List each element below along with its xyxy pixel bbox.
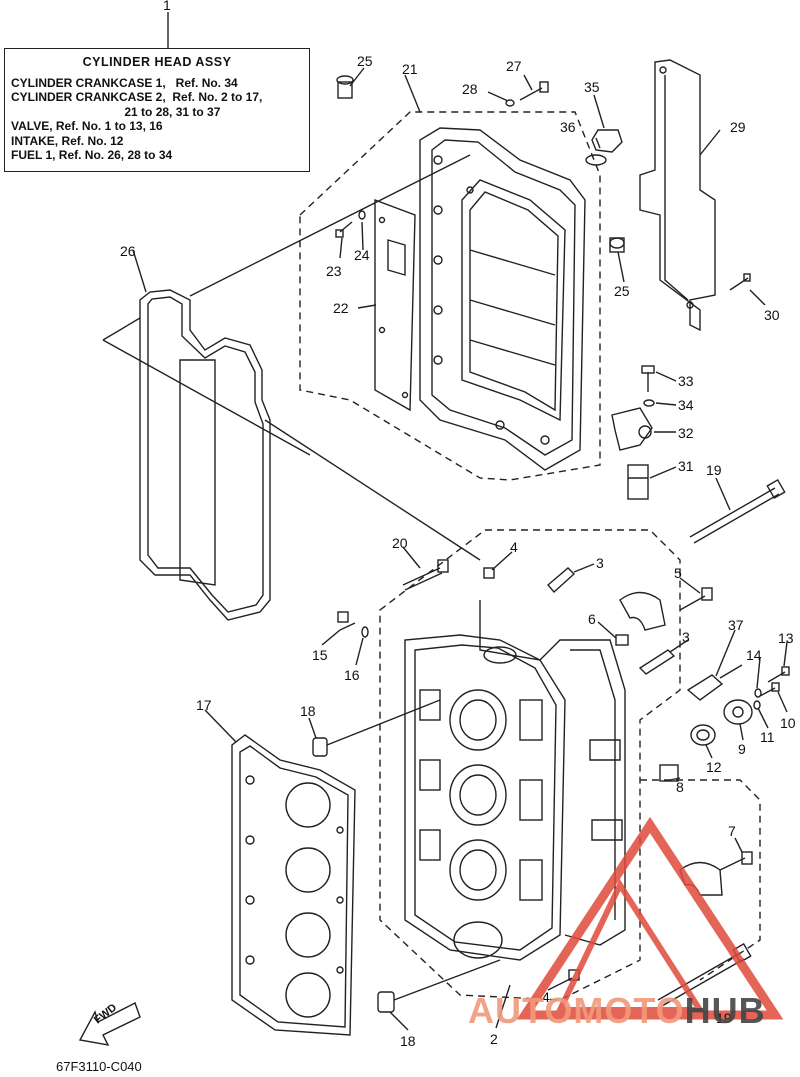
- callout-29: 29: [730, 119, 746, 135]
- callout-15: 15: [312, 647, 328, 663]
- callout-34: 34: [678, 397, 694, 413]
- cylinder-head-cover-21: [419, 127, 586, 471]
- info-box-line: INTAKE, Ref. No. 12: [11, 133, 124, 148]
- callout-10: 10: [780, 715, 796, 731]
- valve-guide-3-lower: [638, 649, 676, 675]
- callout-37: 37: [728, 617, 744, 633]
- callout-27: 27: [506, 58, 522, 74]
- info-box-title: CYLINDER HEAD ASSY: [82, 55, 232, 69]
- valve-guide-3-upper: [547, 567, 576, 594]
- callout-12: 12: [706, 759, 722, 775]
- bolt-7: [719, 851, 753, 871]
- bolt-30: [729, 273, 751, 291]
- washer-16: [361, 626, 369, 638]
- callout-3b: 3: [682, 629, 690, 645]
- washer-34: [643, 399, 655, 407]
- cover-group-dashed-outline: [299, 111, 601, 481]
- sensor-bracket-32: [611, 407, 653, 451]
- sensor-8: [659, 764, 679, 782]
- callout-4b: 4: [542, 989, 550, 1005]
- cover-gasket-26: [139, 289, 271, 621]
- plug-25-right: [609, 237, 625, 253]
- bolt-5: [679, 587, 713, 611]
- callout-14: 14: [746, 647, 762, 663]
- plug-25-top: [336, 75, 354, 99]
- callout-17: 17: [196, 697, 212, 713]
- bolt-15: [337, 611, 356, 631]
- dowel-18-upper: [312, 737, 328, 757]
- dowel-18-lower: [377, 991, 395, 1013]
- info-box-line: 21 to 28, 31 to 37: [11, 104, 221, 119]
- info-box-line: CYLINDER CRANKCASE 1, Ref. No. 34: [11, 75, 238, 90]
- callout-6: 6: [588, 611, 596, 627]
- washer-24: [358, 210, 366, 220]
- sensor-37: [686, 664, 743, 701]
- callout-18b: 18: [400, 1033, 416, 1049]
- callout-4: 4: [510, 539, 518, 555]
- callout-19: 19: [706, 462, 722, 478]
- callout-22: 22: [333, 300, 349, 316]
- cylinder-head-2: [404, 600, 626, 961]
- callout-25: 25: [357, 53, 373, 69]
- bolt-13: [767, 666, 790, 683]
- callout-21: 21: [402, 61, 418, 77]
- bolt-23: [335, 221, 353, 238]
- info-box-line: VALVE, Ref. No. 1 to 13, 16: [11, 119, 163, 133]
- callout-13: 13: [778, 630, 794, 646]
- callout-26: 26: [120, 243, 136, 259]
- head-gasket-17: [231, 734, 356, 1036]
- assembly-info-box: CYLINDER HEAD ASSY CYLINDER CRANKCASE 1,…: [4, 48, 310, 172]
- bolt-27: [519, 81, 549, 101]
- callout-23: 23: [326, 263, 342, 279]
- watermark-text: AUTOMOTOHUB: [468, 990, 766, 1032]
- housing-9: [723, 699, 753, 725]
- nut-4-upper: [483, 567, 495, 579]
- callout-7: 7: [728, 823, 736, 839]
- washer-14: [754, 688, 762, 698]
- washer-28: [505, 99, 515, 107]
- callout-20: 20: [392, 535, 408, 551]
- watermark-part-2: HUB: [684, 990, 766, 1031]
- washer-11: [753, 700, 761, 710]
- head-group-dashed-outline: [379, 529, 681, 1001]
- callout-33: 33: [678, 373, 694, 389]
- callout-1: 1: [163, 0, 171, 13]
- seal-12: [690, 724, 716, 746]
- callout-5: 5: [674, 565, 682, 581]
- cap-35: [591, 129, 623, 153]
- callout-24: 24: [354, 247, 370, 263]
- bolt-10: [759, 682, 780, 697]
- long-bolt-19-upper: [689, 478, 786, 544]
- callout-36: 36: [560, 119, 576, 135]
- watermark-logo: [516, 816, 784, 1020]
- callout-30: 30: [764, 307, 780, 323]
- callout-3: 3: [596, 555, 604, 571]
- bolt-33: [641, 365, 655, 392]
- bolt-20: [402, 559, 449, 591]
- bracket-29: [639, 59, 716, 332]
- callout-25b: 25: [614, 283, 630, 299]
- watermark-part-1: AUTOMOTO: [468, 990, 685, 1031]
- callout-16: 16: [344, 667, 360, 683]
- o-ring-36: [585, 154, 607, 166]
- callout-8: 8: [676, 779, 684, 795]
- callout-31: 31: [678, 458, 694, 474]
- callout-19b: 19: [716, 1010, 732, 1026]
- callout-18: 18: [300, 703, 316, 719]
- callout-28: 28: [462, 81, 478, 97]
- callout-32: 32: [678, 425, 694, 441]
- info-box-line: CYLINDER CRANKCASE 2, Ref. No. 2 to 17,: [11, 90, 263, 104]
- info-box-line: FUEL 1, Ref. No. 26, 28 to 34: [11, 148, 173, 162]
- cover-plate-22: [374, 198, 416, 412]
- callout-2: 2: [490, 1031, 498, 1047]
- callout-35: 35: [584, 79, 600, 95]
- bearing-cap-6: [615, 591, 666, 646]
- drawing-code: 67F3110-C040: [56, 1059, 142, 1074]
- callout-11: 11: [760, 729, 775, 745]
- sensor-31: [627, 464, 649, 500]
- fwd-arrow: [78, 1002, 141, 1046]
- callout-9: 9: [738, 741, 746, 757]
